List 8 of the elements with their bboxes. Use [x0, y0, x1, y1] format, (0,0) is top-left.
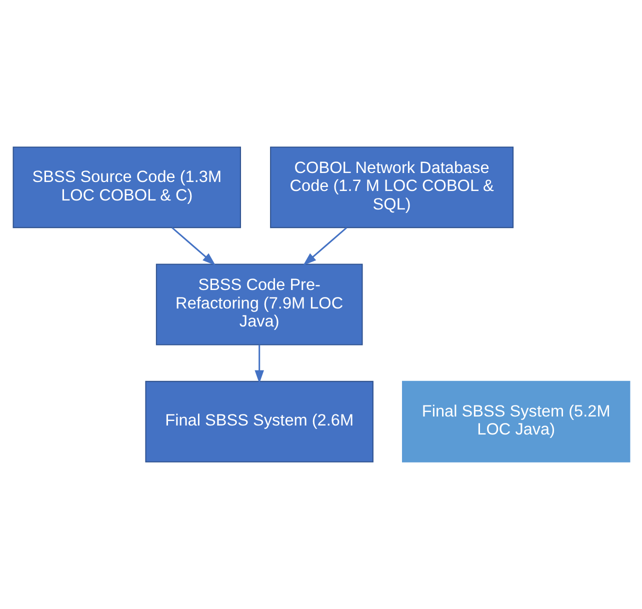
node-box: SBSS Code Pre-Refactoring (7.9M LOC Java) — [155, 264, 362, 346]
arrow — [302, 227, 347, 266]
arrow — [254, 344, 264, 384]
node-box: Final SBSS System (5.2M LOC Java) — [402, 380, 630, 462]
node-box: SBSS Source Code (1.3M LOC COBOL & C) — [12, 146, 240, 228]
node-box: Final SBSS System (2.6M — [144, 380, 373, 462]
arrow — [171, 227, 216, 266]
node-box: COBOL Network Database Code (1.7 M LOC COBOL & SQL) — [270, 146, 514, 228]
